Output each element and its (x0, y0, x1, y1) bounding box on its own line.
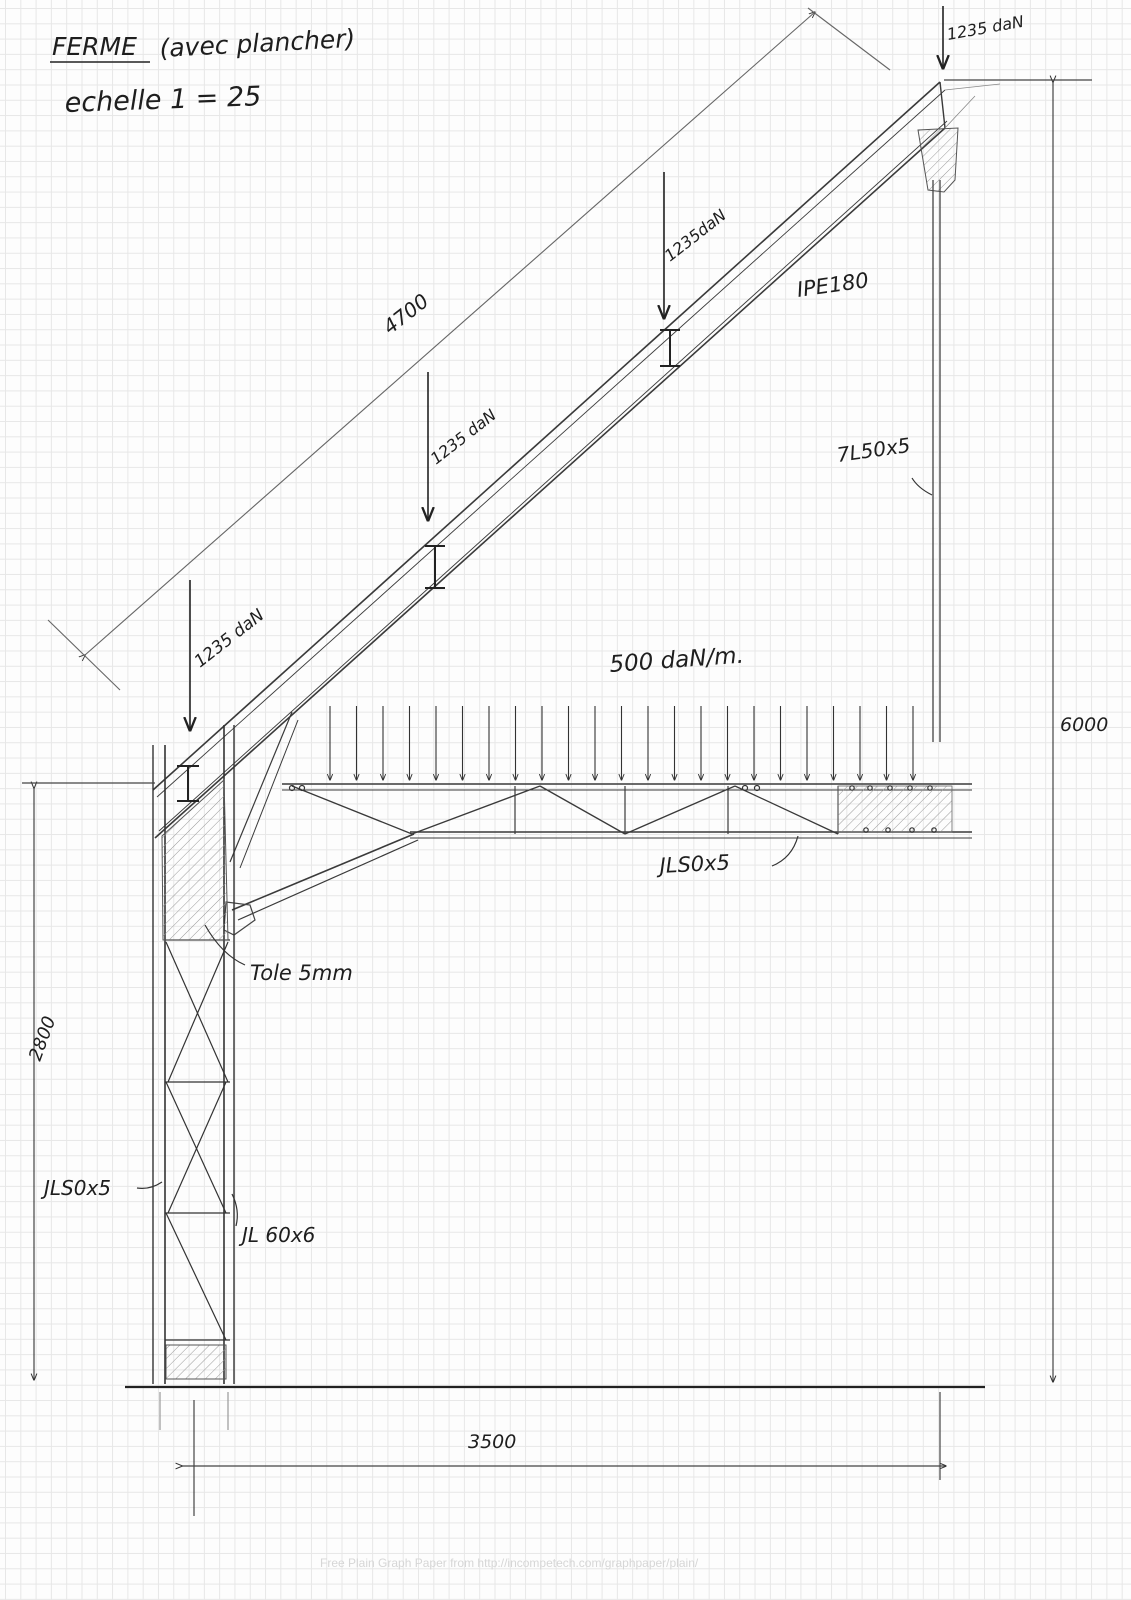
rafter-section-label: IPE180 (795, 268, 870, 302)
rafter-ipe180 (152, 81, 1001, 839)
tie-leader (911, 477, 933, 496)
gusset-plate-label: Tole 5mm (250, 961, 353, 985)
total-height-label: 6000 (1060, 714, 1108, 736)
column-height-dimension (22, 783, 155, 1380)
column (152, 725, 235, 1384)
lacing-leader (136, 1181, 163, 1189)
drawing-title-note: (avec plancher) (159, 24, 356, 63)
distributed-load-arrows (330, 706, 913, 780)
column-base-plate (165, 1344, 227, 1380)
point-load-label-mid: 1235 daN (427, 405, 500, 468)
column-chord-label: JL 60x6 (238, 1223, 315, 1247)
span-label: 3500 (468, 1431, 516, 1453)
floor-end-block (837, 785, 953, 833)
floor-truss-label: JLS0x5 (655, 850, 731, 878)
column-height-label: 2800 (25, 1013, 60, 1063)
vertical-tie (932, 180, 941, 742)
drawing-title: FERME (52, 32, 137, 61)
point-load-arrows (190, 6, 943, 730)
rafter-length-label: 4700 (378, 289, 433, 339)
span-dimension (159, 1392, 946, 1516)
ridge-gusset (917, 127, 959, 193)
point-load-label-left: 1235 daN (191, 605, 269, 672)
bolt-holes (288, 784, 937, 833)
column-head-plate (161, 778, 229, 941)
gusset-leader (204, 924, 246, 966)
rafter-length-dimension (47, 7, 891, 691)
floor-truss-leader (771, 835, 799, 867)
chord-leader (231, 1193, 238, 1227)
column-lacing-label: JLS0x5 (40, 1176, 111, 1200)
paper-footer: Free Plain Graph Paper from http://incom… (320, 1556, 699, 1570)
point-load-label-top: 1235 daN (945, 12, 1025, 44)
knee-brace (229, 711, 419, 921)
vertical-tie-label: 7L50x5 (835, 433, 912, 467)
height-dimension (944, 80, 1092, 1382)
distributed-load-label: 500 daN/m. (609, 643, 745, 678)
ibeam-section-marks (177, 329, 680, 802)
point-load-label-upper: 1235daN (661, 205, 730, 265)
drawing-scale: echelle 1 = 25 (64, 81, 262, 119)
